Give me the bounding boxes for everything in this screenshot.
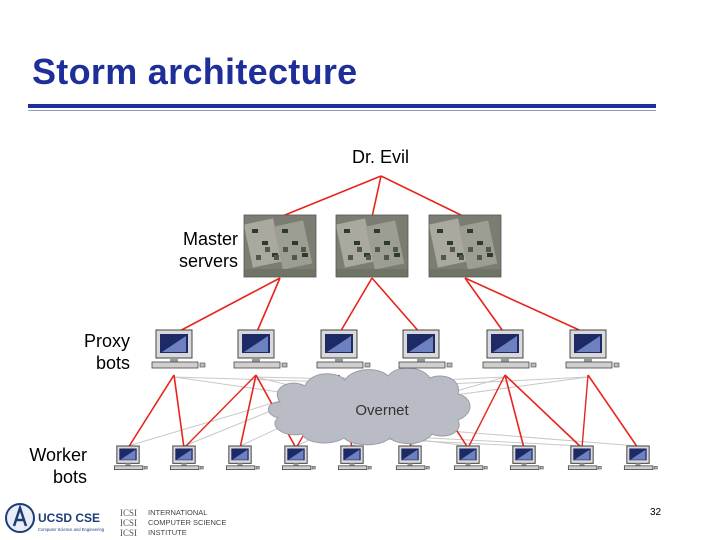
proxy-bot-icon-6: [565, 329, 620, 369]
worker-bot-icon-6: [395, 445, 430, 470]
link-proxy-to-worker-b-7: [467, 374, 506, 449]
ucsd-cse-logo: UCSD CSE Computer Science and Engineerin…: [5, 503, 105, 533]
icsi-line-1: INTERNATIONAL: [148, 508, 207, 517]
worker-bots-label-line1: Worker: [29, 445, 87, 465]
master-servers-label-line1: Master: [182, 229, 238, 249]
link-proxy-to-worker-2: [173, 374, 185, 449]
worker-bot-icon-7: [453, 445, 488, 470]
icsi-logo: ICSI ICSI ICSI INTERNATIONAL COMPUTER SC…: [120, 508, 226, 538]
cloud-label: Overnet: [355, 402, 409, 419]
worker-bot-icon-2: [169, 445, 204, 470]
icsi-mark-1: ICSI: [120, 508, 137, 518]
link-evil-to-server-1: [279, 175, 382, 218]
ucsd-logo-text: UCSD CSE: [38, 511, 100, 525]
link-proxy-to-worker-10: [587, 374, 639, 449]
title-rule-thin: [28, 110, 656, 111]
link-server-to-proxy-2: [255, 277, 281, 335]
title-rule: [28, 104, 656, 108]
worker-bot-icon-9: [567, 445, 602, 470]
dr-evil-label: Dr. Evil: [352, 147, 410, 167]
worker-bot-icon-3: [225, 445, 260, 470]
worker-bot-icon-10: [623, 445, 658, 470]
page-number: 32: [650, 507, 662, 518]
proxy-bot-icon-4: [398, 329, 453, 369]
nodes: [113, 214, 658, 470]
link-proxy-to-worker-9: [504, 374, 583, 449]
master-servers-label-line2: servers: [178, 251, 238, 271]
proxy-bot-icon-2: [233, 329, 288, 369]
icsi-mark-3: ICSI: [120, 528, 137, 538]
worker-bot-icon-5: [337, 445, 372, 470]
proxy-bots-label: Proxy bots: [60, 330, 130, 374]
link-server-to-proxy-3: [338, 277, 373, 335]
proxy-bot-icon-1: [151, 329, 206, 369]
link-server-to-proxy-6: [464, 277, 589, 335]
link-proxy-to-worker-1: [127, 374, 175, 449]
worker-bot-icon-8: [509, 445, 544, 470]
link-proxy-to-worker-b-9: [581, 374, 589, 449]
proxy-bots-label-line1: Proxy: [83, 331, 130, 351]
master-server-icon-1: [243, 214, 317, 278]
link-proxy-to-worker-3: [239, 374, 257, 449]
cloud-shape: [268, 367, 471, 446]
proxy-bot-icon-5: [482, 329, 537, 369]
proxy-bot-icon-3: [316, 329, 371, 369]
overnet-cloud: Overnet: [268, 367, 471, 446]
link-evil-to-server-3: [380, 175, 466, 218]
worker-bots-label-line2: bots: [52, 467, 87, 487]
worker-bot-icon-1: [113, 445, 148, 470]
link-server-to-proxy-5: [464, 277, 506, 335]
proxy-bots-label-line2: bots: [95, 353, 130, 373]
icsi-line-2: COMPUTER SCIENCE: [148, 518, 226, 527]
master-server-icon-3: [428, 214, 502, 278]
slide-title: Storm architecture: [32, 51, 358, 92]
link-proxy-to-worker-b-2: [183, 374, 257, 449]
master-servers-label: Master servers: [150, 228, 238, 272]
link-evil-to-server-2: [371, 175, 382, 218]
worker-bots-label: Worker bots: [20, 444, 87, 488]
link-server-to-proxy-1: [173, 277, 281, 335]
link-proxy-to-worker-8: [504, 374, 525, 449]
link-server-to-proxy-4: [371, 277, 422, 335]
ucsd-logo-subtext: Computer Science and Engineering: [38, 527, 105, 532]
worker-bot-icon-4: [281, 445, 316, 470]
master-server-icon-2: [335, 214, 409, 278]
icsi-line-3: INSTITUTE: [148, 528, 187, 537]
icsi-mark-2: ICSI: [120, 518, 137, 528]
